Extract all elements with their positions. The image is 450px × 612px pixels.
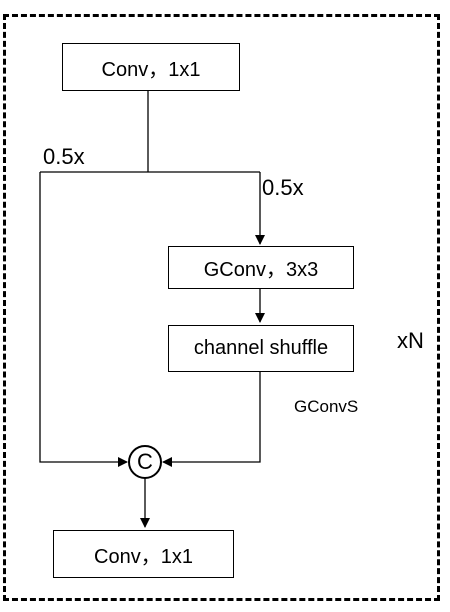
gconv-box: GConv，3x3 <box>168 246 354 289</box>
shuffle-to-concat-arrow <box>162 372 261 467</box>
repeat-block-frame <box>3 14 440 601</box>
conv-bottom-box: Conv，1x1 <box>53 530 234 578</box>
repeat-label: xN <box>397 328 424 353</box>
conv-top-label: Conv，1x1 <box>101 58 201 81</box>
channel-shuffle-box: channel shuffle <box>168 325 354 372</box>
conv-bottom-label: Conv，1x1 <box>94 545 193 568</box>
concat-symbol: C <box>137 449 153 474</box>
conv-top-box: Conv，1x1 <box>62 43 240 91</box>
gconvs-label: GConvS <box>294 397 359 416</box>
split-right-label: 0.5x <box>262 175 304 200</box>
left-branch-arrow <box>39 172 128 467</box>
channel-shuffle-label: channel shuffle <box>193 337 329 359</box>
gconv-label: GConv，3x3 <box>203 259 319 281</box>
split-left-label: 0.5x <box>43 144 85 169</box>
